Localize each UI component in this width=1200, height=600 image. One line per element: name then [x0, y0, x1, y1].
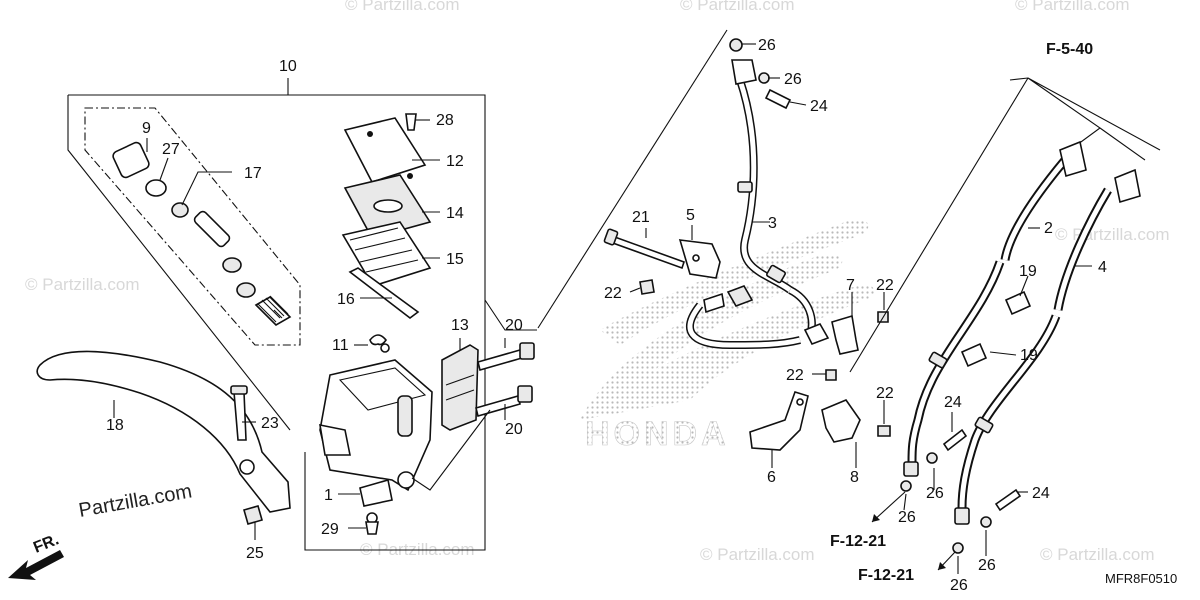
ref-lines-f540: [849, 77, 1161, 373]
watermark: © Partzilla.com: [345, 0, 460, 14]
callout-14: 14: [446, 205, 464, 222]
diagram-code: MFR8F0510: [1105, 571, 1177, 586]
watermark: © Partzilla.com: [680, 0, 795, 14]
reservoir-parts: [341, 117, 432, 320]
callout-15: 15: [446, 251, 464, 268]
callout-6: 6: [767, 469, 776, 486]
callout-12: 12: [446, 153, 464, 170]
brake-hose-3: [731, 59, 793, 294]
callout-11: 11: [332, 337, 349, 354]
callout-21: 21: [632, 209, 650, 226]
callout-10: 10: [279, 58, 297, 75]
brake-hose-2: [903, 140, 1087, 477]
callout-13: 13: [451, 317, 469, 334]
leader-lines-left: [113, 119, 506, 540]
callout-2: 2: [1044, 220, 1053, 237]
callouts: 10 9 27 17 28 12 14 15 16 13 11 20 20 18…: [106, 37, 1107, 594]
fr-arrow: FR.: [8, 531, 64, 580]
ref-arrow-f540: [1009, 77, 1029, 81]
callout-29: 29: [321, 521, 339, 538]
callout-22-left: 22: [604, 285, 622, 302]
callout-22-joint8: 22: [876, 385, 894, 402]
three-way-joint: [686, 285, 830, 350]
brand-label: Partzilla.com: [77, 480, 194, 522]
callout-20-lower: 20: [505, 421, 523, 438]
callout-24-lower: 24: [1032, 485, 1050, 502]
leader-lines-right: [629, 43, 1092, 574]
group-box-17: [84, 107, 301, 346]
callout-26-right: 26: [978, 557, 996, 574]
small-fasteners: [359, 113, 417, 535]
callout-16: 16: [337, 291, 355, 308]
watermark: © Partzilla.com: [1040, 545, 1155, 564]
callout-8: 8: [850, 469, 859, 486]
connector-line-left: [484, 299, 537, 331]
callout-5: 5: [686, 207, 695, 224]
ref-arrow-f1221a: [871, 491, 906, 523]
clamp-holder: [441, 344, 479, 431]
bracket-6: [749, 391, 809, 451]
hose-clamps-19: [960, 290, 1032, 368]
callout-19-lower: 19: [1020, 347, 1038, 364]
callout-7: 7: [846, 277, 855, 294]
bracket-7: [825, 311, 889, 381]
callout-26-second: 26: [784, 71, 802, 88]
ref-f540: F-5-40: [1046, 41, 1093, 58]
callout-26-top: 26: [758, 37, 776, 54]
callout-25: 25: [246, 545, 264, 562]
watermark: © Partzilla.com: [700, 545, 815, 564]
callout-28: 28: [436, 112, 454, 129]
callout-23: 23: [261, 415, 279, 432]
callout-19-upper: 19: [1019, 263, 1037, 280]
group-bracket-10-left: [67, 95, 291, 431]
callout-26-bottom: 26: [950, 577, 968, 594]
callout-26-middle: 26: [926, 485, 944, 502]
callout-9: 9: [142, 120, 151, 137]
watermark: © Partzilla.com: [1015, 0, 1130, 14]
watermark: © Partzilla.com: [25, 275, 140, 294]
honda-wing-logo: HONDA: [580, 218, 875, 453]
callout-20-upper: 20: [505, 317, 523, 334]
callout-3: 3: [768, 215, 777, 232]
callout-27: 27: [162, 141, 180, 158]
watermark: © Partzilla.com: [1055, 225, 1170, 244]
callout-4: 4: [1098, 259, 1107, 276]
master-cylinder-body: [319, 359, 433, 492]
honda-logo-text: HONDA: [585, 415, 730, 453]
callout-22-middle: 22: [786, 367, 804, 384]
piston-assembly: [112, 141, 292, 326]
callout-24-middle: 24: [944, 394, 962, 411]
callout-26-left: 26: [898, 509, 916, 526]
top-fasteners: [729, 38, 792, 110]
callout-17: 17: [244, 165, 262, 182]
connector-line-bottom: [411, 409, 491, 491]
bracket-5: [603, 228, 721, 295]
callout-1: 1: [324, 487, 333, 504]
brake-hose-4: [954, 168, 1141, 525]
ref-f1221-upper: F-12-21: [830, 533, 886, 550]
brake-lever: [36, 350, 291, 525]
callout-18: 18: [106, 417, 124, 434]
group-bracket-10: [68, 78, 486, 551]
right-fasteners: [900, 428, 1022, 554]
watermarks: © Partzilla.com © Partzilla.com © Partzi…: [25, 0, 1170, 564]
connector-line-top: [537, 29, 728, 329]
holder-bolts: [475, 342, 535, 417]
callout-22-bracket7: 22: [876, 277, 894, 294]
ref-f1221-lower: F-12-21: [858, 567, 914, 584]
joint-8: [821, 399, 891, 443]
callout-24-top: 24: [810, 98, 828, 115]
